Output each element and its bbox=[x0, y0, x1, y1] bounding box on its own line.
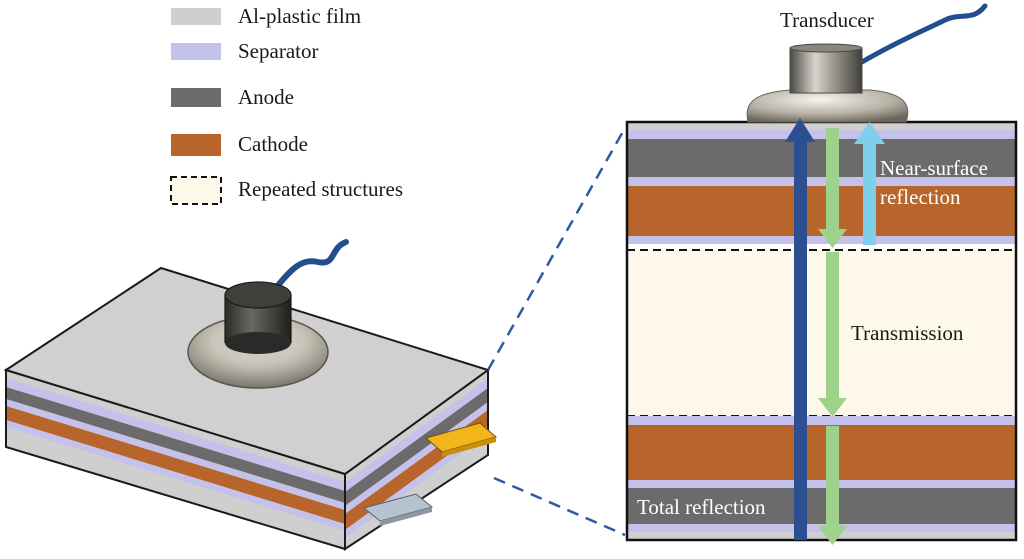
transmission-label: Transmission bbox=[851, 321, 964, 345]
anode-tab-edge bbox=[380, 507, 432, 526]
legend-swatch-separator bbox=[171, 43, 221, 60]
legend-swatch-anode bbox=[171, 88, 221, 107]
legend-item-al-plastic-film: Al-plastic film bbox=[171, 4, 361, 28]
cathode-tab-edge bbox=[442, 437, 496, 457]
legend-item-separator: Separator bbox=[171, 39, 318, 63]
legend-item-anode: Anode bbox=[171, 85, 294, 109]
cross-section-detail: Transducer Near-surface reflection Trans… bbox=[625, 3, 1018, 545]
section-separator-1 bbox=[627, 130, 1016, 139]
near-surface-label-line2: reflection bbox=[880, 185, 961, 209]
section-separator-2 bbox=[627, 177, 1016, 186]
legend-item-cathode: Cathode bbox=[171, 132, 308, 156]
section-repeated-structures bbox=[626, 249, 1017, 417]
section-cathode-1 bbox=[627, 186, 1016, 236]
near-surface-reflection-arrow bbox=[854, 122, 885, 245]
section-al-film-top bbox=[627, 122, 1016, 130]
legend-swatch-cathode bbox=[171, 134, 221, 156]
section-al-film-bottom bbox=[627, 532, 1016, 540]
legend-label-anode: Anode bbox=[238, 85, 294, 109]
section-anode-2 bbox=[627, 488, 1016, 524]
detail-transducer-cable bbox=[859, 3, 988, 65]
legend-label-separator: Separator bbox=[238, 39, 318, 63]
total-reflection-label: Total reflection bbox=[637, 495, 766, 519]
near-surface-label-line1: Near-surface bbox=[880, 156, 988, 180]
legend-label-cathode: Cathode bbox=[238, 132, 308, 156]
battery-3d-view bbox=[3, 239, 498, 551]
legend: Al-plastic film Separator Anode Cathode … bbox=[170, 4, 403, 205]
transmission-arrow-1 bbox=[818, 128, 847, 248]
section-cathode-2 bbox=[627, 425, 1016, 480]
legend-swatch-al-plastic-film bbox=[171, 8, 221, 25]
transducer-label: Transducer bbox=[780, 8, 874, 32]
legend-item-repeated-structures: Repeated structures bbox=[170, 176, 403, 205]
transmission-arrow-2 bbox=[818, 252, 847, 417]
total-reflection-arrow bbox=[785, 118, 815, 540]
zoom-line-top bbox=[486, 127, 627, 371]
legend-label-al-plastic-film: Al-plastic film bbox=[238, 4, 361, 28]
section-separator-5 bbox=[627, 480, 1016, 488]
zoom-line-bottom bbox=[493, 476, 626, 537]
transmission-arrow-3 bbox=[818, 426, 847, 545]
legend-label-repeated-structures: Repeated structures bbox=[238, 177, 403, 201]
section-separator-3 bbox=[627, 236, 1016, 244]
battery-transducer bbox=[187, 281, 329, 389]
legend-swatch-repeated-structures bbox=[170, 176, 222, 205]
section-anode-1 bbox=[627, 139, 1016, 177]
battery-transducer-cable bbox=[265, 239, 349, 301]
section-separator-4 bbox=[627, 416, 1016, 425]
detail-transducer bbox=[746, 3, 988, 123]
battery-front-face bbox=[6, 370, 345, 549]
